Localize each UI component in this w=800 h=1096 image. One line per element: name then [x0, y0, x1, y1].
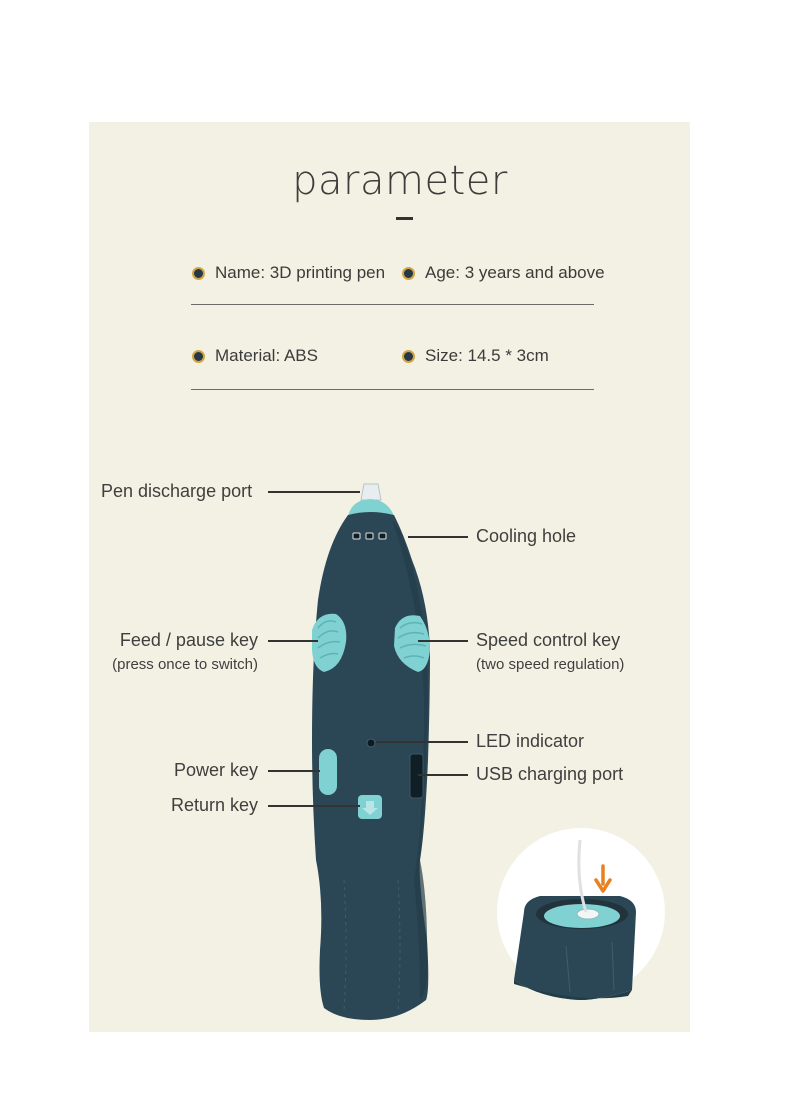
- param-divider: [191, 304, 594, 305]
- param-size: Size: 14.5 * 3cm: [402, 346, 549, 366]
- led-indicator: [366, 738, 376, 748]
- callout-discharge: Pen discharge port: [101, 481, 253, 501]
- title-divider: [396, 217, 413, 220]
- power-key: [319, 749, 337, 795]
- leader-line: [408, 536, 468, 538]
- speed-control-key: [394, 615, 430, 672]
- nozzle-cap: [348, 499, 394, 516]
- param-age: Age: 3 years and above: [402, 263, 605, 283]
- callout-power: Power key: [173, 760, 258, 780]
- param-divider: [191, 389, 594, 390]
- usb-port: [409, 753, 424, 799]
- param-material: Material: ABS: [192, 346, 318, 366]
- leader-line: [268, 491, 360, 493]
- bullet-dot-icon: [192, 349, 205, 363]
- leader-line: [376, 741, 468, 743]
- down-arrow-icon: [362, 801, 378, 815]
- bullet-dot-icon: [402, 266, 415, 280]
- nozzle-tip: [360, 483, 382, 501]
- bullet-dot-icon: [402, 349, 415, 363]
- page-title: parameter: [292, 158, 508, 204]
- down-arrow-icon: [594, 864, 612, 893]
- callout-led: LED indicator: [476, 731, 585, 751]
- cooling-hole: [365, 532, 374, 540]
- callout-speed-sub: (two speed regulation): [476, 656, 625, 673]
- callout-cooling: Cooling hole: [476, 526, 577, 546]
- inset-detail: [514, 839, 636, 1000]
- leader-line: [268, 640, 318, 642]
- callout-return: Return key: [170, 795, 258, 815]
- callout-feed: Feed / pause key: [119, 630, 258, 650]
- bullet-dot-icon: [192, 266, 205, 280]
- callout-feed-sub: (press once to switch): [112, 656, 258, 673]
- callout-usb: USB charging port: [476, 764, 624, 784]
- callout-speed: Speed control key: [476, 630, 621, 650]
- leader-line: [418, 774, 468, 776]
- leader-line: [268, 805, 360, 807]
- cooling-hole: [352, 532, 361, 540]
- leader-line: [268, 770, 320, 772]
- param-name: Name: 3D printing pen: [192, 263, 385, 283]
- leader-line: [418, 640, 468, 642]
- cooling-hole: [378, 532, 387, 540]
- pen-shading: [392, 520, 428, 1000]
